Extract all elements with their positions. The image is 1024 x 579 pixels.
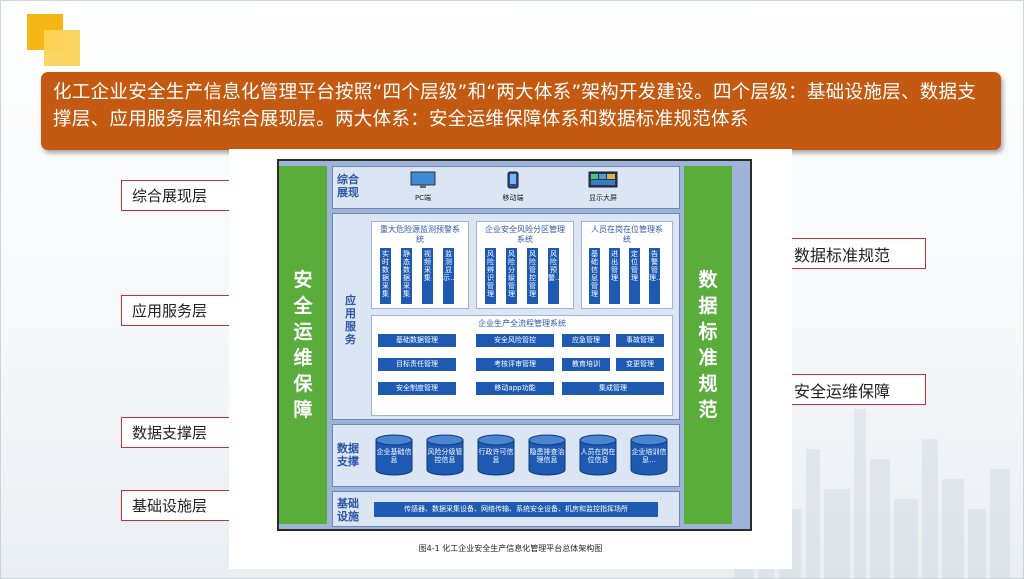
sys-item: 告警管理…: [649, 248, 663, 304]
device-label-mobile: 移动端: [502, 194, 524, 202]
system-title: 人员在岗在位管理系统: [591, 225, 663, 244]
process-item: 安全风险管控: [476, 334, 554, 347]
process-item: 变更管理: [616, 358, 664, 371]
layer-data: 数据支撑 企业基础信息风险分级管控信息行政许可信息隐患排查治理信息人员在岗在位信…: [332, 424, 680, 487]
callout-infra-layer: 基础设施层: [121, 490, 231, 521]
layer-display: 综合展现 PC端 移动端 显示大屏: [332, 166, 680, 209]
callout-security-ops: 安全运维保障: [786, 374, 926, 405]
infra-bar: 传感器、数据采集设备、网络传输、系统安全设备、机房和监控指挥场所: [374, 502, 658, 517]
system-risk-zoning: 企业安全风险分区管理系统 风险辨识管理 风险分级管理 风险管控管理 风险预警…: [476, 221, 574, 309]
device-pc: PC端: [393, 171, 453, 203]
sys-item: 定位管理: [629, 248, 640, 304]
process-item: 应急管理: [562, 334, 610, 347]
sys-item: 风险管控管理: [527, 248, 538, 304]
sys-item: 视频采集: [422, 248, 433, 304]
layer-label-data: 数据支撑: [337, 442, 359, 468]
database-cylinder: 行政许可信息: [477, 434, 515, 476]
architecture-diagram: 安全运维保障 数据标准规范 综合展现 PC端 移动端 显示大屏: [229, 149, 792, 569]
database-cylinder: 风险分级管控信息: [426, 434, 464, 476]
layer-label-infra: 基础设施: [337, 497, 359, 523]
callout-app-layer: 应用服务层: [121, 295, 231, 326]
callout-data-layer: 数据支撑层: [121, 417, 231, 448]
process-item: 安全制度管理: [378, 382, 456, 395]
layer-label-display: 综合展现: [337, 173, 359, 199]
pc-monitor-icon: [410, 171, 436, 188]
sys-item: 进出管理: [609, 248, 620, 304]
mobile-phone-icon: [507, 171, 519, 189]
layer-app: 应用服务 重大危险源监测预警系统 实时数据采集 静态数据采集 视频采集 监测显示…: [332, 213, 680, 420]
database-icon: [579, 434, 617, 476]
process-item: 事故管理: [616, 334, 664, 347]
process-item: 基础数据管理: [378, 334, 456, 347]
system-hazard-monitor: 重大危险源监测预警系统 实时数据采集 静态数据采集 视频采集 监测显示…: [371, 221, 469, 309]
sys-item: 基础信息管理: [589, 248, 600, 304]
sys-item: 风险预警…: [548, 248, 562, 304]
process-item: 考核评审管理: [476, 358, 554, 371]
database-icon: [375, 434, 413, 476]
database-cylinder: 企业基础信息: [375, 434, 413, 476]
process-item: 移动app功能: [476, 382, 554, 395]
sys-item: 实时数据采集: [380, 248, 391, 304]
sys-item: 静态数据采集: [401, 248, 412, 304]
system-title: 企业安全风险分区管理系统: [485, 225, 565, 244]
left-side-security-ops: 安全运维保障: [279, 166, 327, 524]
sys-item: 风险分级管理: [506, 248, 517, 304]
big-screen-icon: [588, 171, 618, 188]
system-personnel-position: 人员在岗在位管理系统 基础信息管理 进出管理 定位管理 告警管理…: [581, 221, 673, 309]
sys-item: 监测显示…: [443, 248, 457, 304]
device-mobile: 移动端: [483, 171, 543, 203]
logo-square-light: [44, 30, 80, 66]
process-item: 集成管理: [562, 382, 664, 395]
device-label-big-screen: 显示大屏: [589, 194, 617, 202]
database-label: 企业培训信息…: [631, 448, 667, 464]
diagram-caption: 图4-1 化工企业安全生产信息化管理平台总体架构图: [418, 544, 603, 553]
process-item: 目标责任管理: [378, 358, 456, 371]
process-item: 教育培训: [562, 358, 610, 371]
title-banner: 化工企业安全生产信息化管理平台按照“四个层级”和“两大体系”架构开发建设。四个层…: [41, 72, 1001, 150]
database-icon: [477, 434, 515, 476]
database-label: 人员在岗在位信息: [580, 448, 616, 464]
database-cylinder: 隐患排查治理信息: [528, 434, 566, 476]
callout-display-layer: 综合展现层: [121, 180, 231, 211]
right-side-data-standard: 数据标准规范: [684, 166, 732, 524]
callout-data-standard: 数据标准规范: [786, 238, 926, 269]
database-icon: [630, 434, 668, 476]
database-label: 风险分级管控信息: [427, 448, 463, 464]
system-title: 重大危险源监测预警系统: [380, 225, 460, 244]
database-icon: [426, 434, 464, 476]
database-cylinder: 人员在岗在位信息: [579, 434, 617, 476]
database-cylinder: 企业培训信息…: [630, 434, 668, 476]
database-icon: [528, 434, 566, 476]
device-label-pc: PC端: [414, 194, 432, 202]
system-title: 企业生产全流程管理系统: [478, 319, 566, 328]
database-label: 隐患排查治理信息: [529, 448, 565, 464]
database-label: 行政许可信息: [478, 448, 514, 464]
system-full-process: 企业生产全流程管理系统 基础数据管理 安全风险管控 应急管理 事故管理 目标责任…: [371, 315, 673, 416]
database-label: 企业基础信息: [376, 448, 412, 464]
layer-label-app: 应用服务: [345, 294, 356, 346]
device-big-screen: 显示大屏: [573, 171, 633, 203]
layer-infra: 基础设施 传感器、数据采集设备、网络传输、系统安全设备、机房和监控指挥场所: [332, 491, 680, 527]
sys-item: 风险辨识管理: [485, 248, 496, 304]
